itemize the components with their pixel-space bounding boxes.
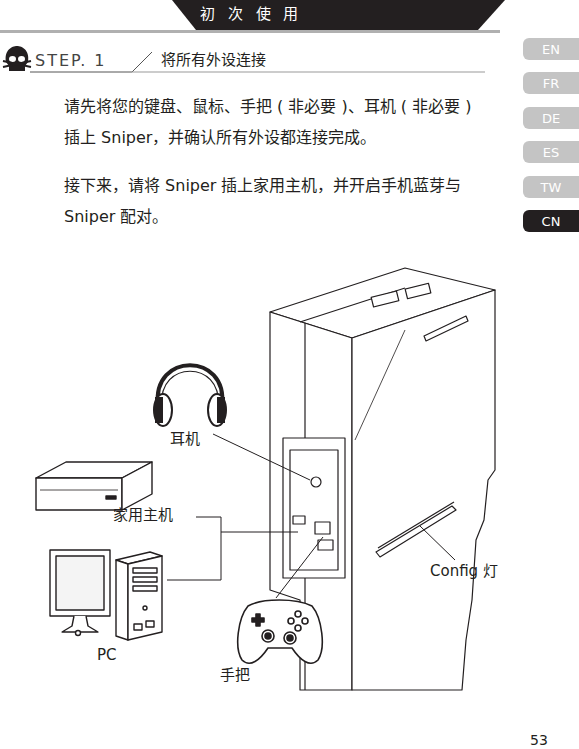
tab-label: ES (543, 145, 559, 160)
language-tab: CN (523, 210, 579, 232)
step-rule (30, 52, 152, 72)
part-label: 耳机 (170, 430, 200, 448)
gamepad (238, 600, 323, 663)
header-title: 初 次 使 用 (200, 5, 302, 23)
language-tab: EN (523, 38, 579, 60)
language-tab: ES (523, 141, 579, 163)
language-tab: FR (523, 72, 579, 94)
leader-line (167, 434, 455, 598)
step-rule (132, 72, 485, 73)
instruction-text: 接下来，请将 Sniper 插上家用主机，并开启手机蓝芽与 Sniper 配对。 (64, 170, 492, 232)
game-console (36, 462, 152, 510)
step-title: 将所有外设连接 (161, 51, 266, 69)
part-label: 家用主机 (113, 506, 173, 524)
header-band (172, 0, 505, 30)
tab-label: EN (542, 42, 560, 57)
step-number: STEP. 1 (35, 51, 107, 70)
tab-label: TW (541, 180, 562, 195)
page-number: 53 (530, 732, 548, 749)
skull-icon (3, 46, 31, 71)
tab-label: FR (543, 76, 560, 91)
instruction-text: 请先将您的键盘、鼠标、手把 ( 非必要 )、耳机 ( 非必要 ) 插上 Snip… (64, 91, 492, 153)
tab-label: CN (542, 214, 561, 229)
header-rule (0, 30, 500, 33)
language-tab: TW (523, 176, 579, 198)
tab-label: DE (542, 111, 560, 126)
pc (50, 550, 162, 640)
language-tab: DE (523, 107, 579, 129)
headphones (154, 365, 226, 426)
part-label: PC (97, 646, 117, 664)
part-label: Config 灯 (430, 562, 498, 580)
part-label: 手把 (220, 666, 250, 684)
